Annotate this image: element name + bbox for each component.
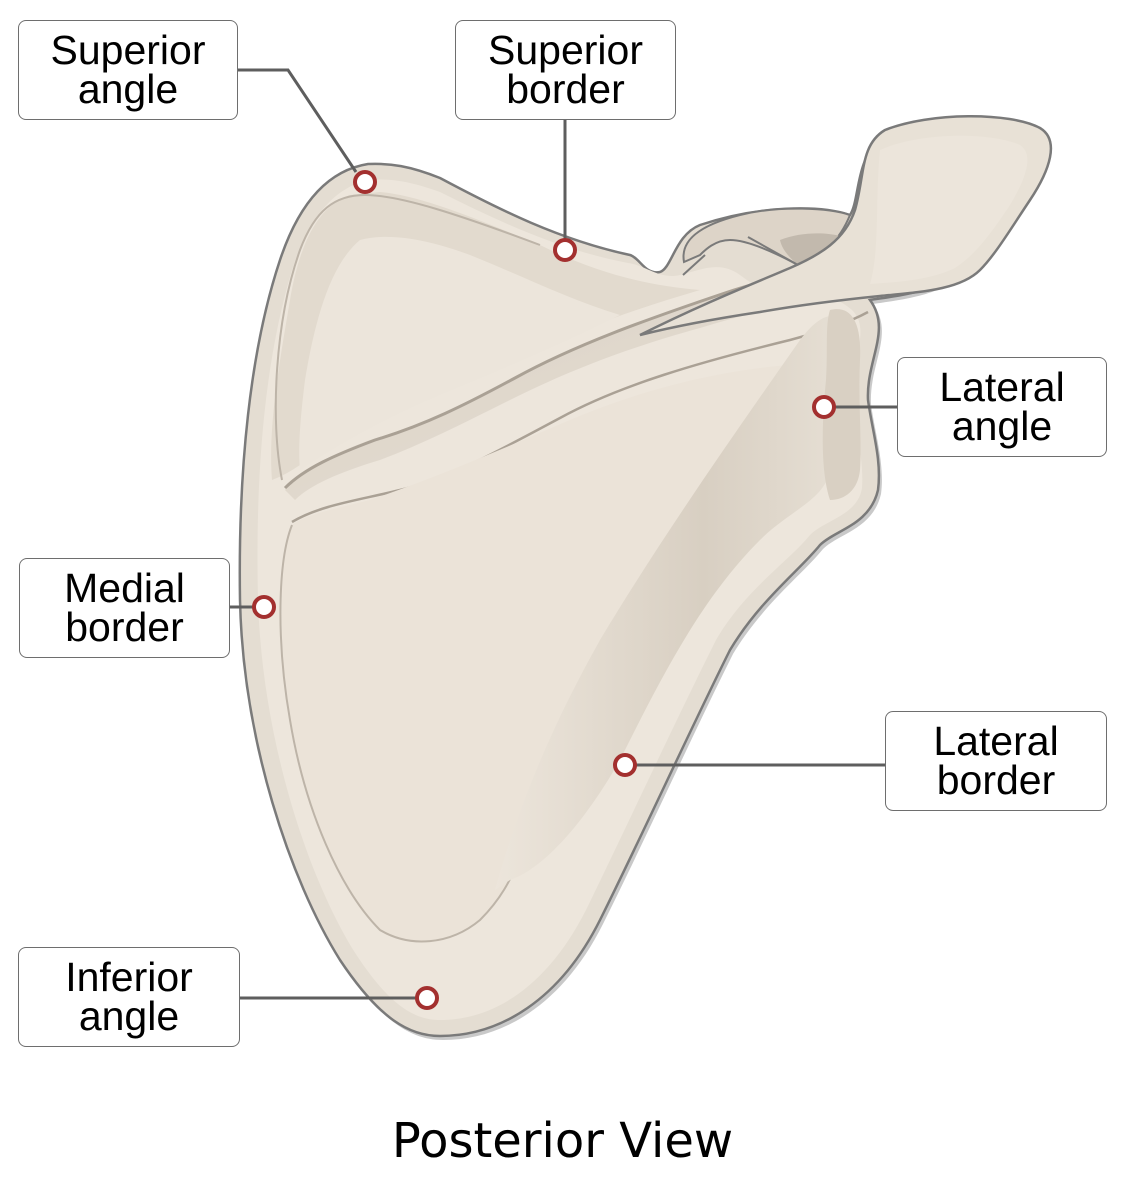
supraspinous-rim	[274, 193, 541, 481]
label-superior-border: Superior border	[455, 20, 676, 120]
label-line: angle	[77, 66, 179, 112]
label-line: border	[65, 604, 184, 650]
label-medial-border: Medial border	[19, 558, 230, 658]
marker-superior-border[interactable]	[553, 238, 577, 262]
leader-line-superior-angle	[238, 68, 358, 173]
label-superior-angle: Superior angle	[18, 20, 238, 120]
marker-lateral-border[interactable]	[613, 753, 637, 777]
label-line: Superior	[488, 27, 643, 73]
marker-lateral-angle[interactable]	[812, 395, 836, 419]
label-line: Lateral	[939, 364, 1065, 410]
coracoid-line-b	[682, 254, 706, 276]
label-line: Lateral	[933, 718, 1059, 764]
label-line: Medial	[64, 565, 185, 611]
spine-lower-edge	[291, 310, 869, 524]
markers	[252, 170, 836, 1010]
leader-lines	[229, 68, 898, 1000]
label-line: angle	[951, 403, 1053, 449]
label-inferior-angle: Inferior angle	[18, 947, 240, 1047]
glenoid-region	[822, 309, 861, 500]
label-line: border	[506, 66, 625, 112]
label-lateral-border: Lateral border	[885, 711, 1107, 811]
supraspinous-fossa-light	[299, 236, 620, 470]
coracoid-line-a	[747, 236, 799, 266]
coracoid-inner	[780, 233, 840, 265]
acromion-highlight	[870, 135, 1028, 284]
label-line: border	[936, 757, 1056, 803]
infraspinous-fossa	[281, 365, 790, 943]
lateral-ridge	[495, 316, 843, 890]
marker-inferior-angle[interactable]	[415, 986, 439, 1010]
label-lateral-angle: Lateral angle	[897, 357, 1107, 457]
label-line: Superior	[50, 27, 206, 73]
infraspinous-rim	[279, 524, 513, 943]
label-line: angle	[78, 993, 180, 1039]
label-line: Inferior	[65, 954, 193, 1000]
marker-superior-angle[interactable]	[353, 170, 377, 194]
view-caption: Posterior View	[391, 1113, 734, 1169]
marker-medial-border[interactable]	[252, 595, 276, 619]
